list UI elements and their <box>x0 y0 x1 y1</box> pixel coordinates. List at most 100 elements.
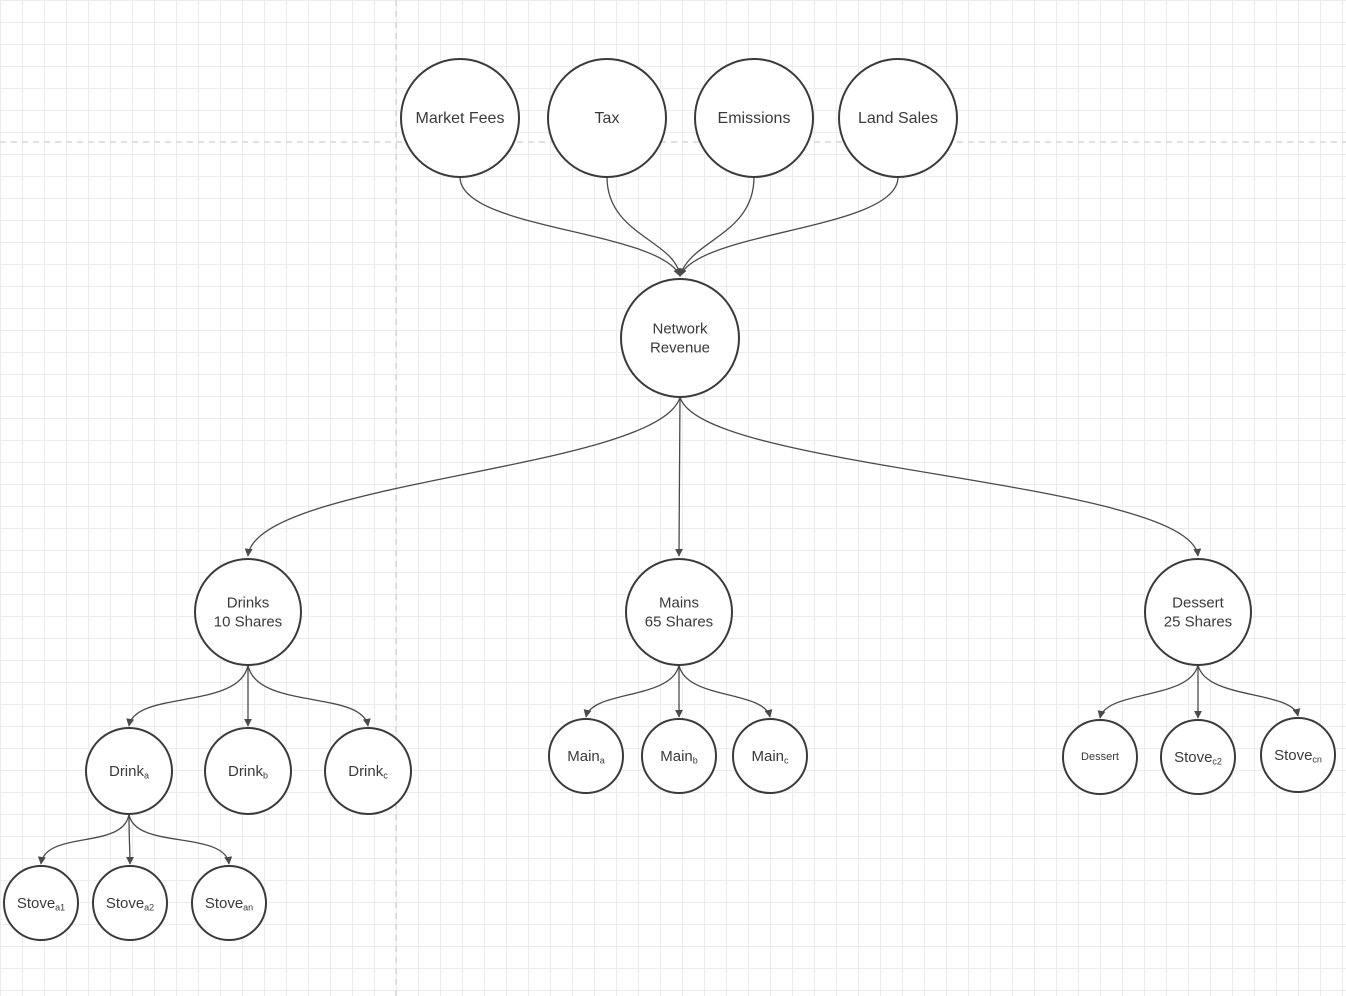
edges-layer <box>37 176 1301 865</box>
node-label-text: Stove <box>1174 749 1212 766</box>
node-drink-c[interactable]: Drinkc <box>324 727 412 815</box>
node-dessert-leaf[interactable]: Dessert <box>1062 719 1138 795</box>
edge-land-sales-to-network-revenue <box>679 176 899 277</box>
node-label: Market Fees <box>416 110 505 127</box>
node-label-text: Main <box>660 748 693 765</box>
node-label: Mainc <box>751 748 789 766</box>
node-label-text: Network <box>652 320 708 337</box>
node-main-b[interactable]: Mainb <box>641 718 717 794</box>
edge-mains-to-main-c <box>678 664 773 718</box>
node-label: Tax <box>595 110 620 127</box>
node-label-text: Drinks <box>227 594 270 611</box>
node-main-c[interactable]: Mainc <box>732 718 808 794</box>
edge-drink-a-to-stove-an <box>128 813 233 865</box>
node-label-text: Drink <box>228 763 264 780</box>
edge-dessert-to-stove-cn <box>1197 664 1301 717</box>
node-label-text: Drink <box>348 763 384 780</box>
node-label-subscript: c2 <box>1212 757 1222 767</box>
node-label-text: Stove <box>205 895 243 912</box>
node-label-subscript: a <box>144 771 149 781</box>
node-label: Network <box>652 320 708 337</box>
node-label: Stovea1 <box>17 895 65 913</box>
node-label: Stovean <box>205 895 253 913</box>
node-circle <box>548 718 624 794</box>
node-label-subscript: c <box>383 771 388 781</box>
node-label-text: Dessert <box>1081 751 1119 763</box>
node-stove-a2[interactable]: Stovea2 <box>92 865 168 941</box>
node-circle <box>732 718 808 794</box>
node-circle <box>641 718 717 794</box>
node-label: 65 Shares <box>645 613 713 630</box>
edge-drinks-to-drink-c <box>247 664 371 727</box>
edge-dessert-to-dessert-leaf <box>1097 664 1199 719</box>
node-land-sales[interactable]: Land Sales <box>838 58 958 178</box>
node-label-subscript: a <box>600 756 605 766</box>
node-stove-a1[interactable]: Stovea1 <box>3 865 79 941</box>
edge-emissions-to-network-revenue <box>678 176 755 277</box>
edge-network-revenue-to-dessert <box>679 396 1202 557</box>
node-label-text: Main <box>567 748 600 765</box>
node-label-text: Land Sales <box>858 110 938 127</box>
node-drink-b[interactable]: Drinkb <box>204 727 292 815</box>
node-label-text: Stove <box>1274 747 1312 764</box>
node-label: Drinkc <box>348 763 388 781</box>
node-label-text: Tax <box>595 110 620 127</box>
node-label: Drinkb <box>228 763 268 781</box>
node-label-subscript: a1 <box>55 903 65 913</box>
edge-drink-a-to-stove-a1 <box>37 813 130 865</box>
node-label: Stovea2 <box>106 895 154 913</box>
node-label: Stovecn <box>1274 747 1322 765</box>
node-emissions[interactable]: Emissions <box>694 58 814 178</box>
node-dessert[interactable]: Dessert 25 Shares <box>1144 558 1252 666</box>
node-label-text: Market Fees <box>416 110 505 127</box>
node-circle <box>838 58 958 178</box>
node-label-text: Stove <box>17 895 55 912</box>
node-label: Dessert <box>1172 594 1225 611</box>
edge-drink-a-to-stove-a2 <box>125 813 134 865</box>
node-label-subscript: b <box>263 771 268 781</box>
node-main-a[interactable]: Maina <box>548 718 624 794</box>
node-label-text: Stove <box>106 895 144 912</box>
edge-market-fees-to-network-revenue <box>459 176 681 277</box>
node-circle <box>324 727 412 815</box>
node-circle <box>3 865 79 941</box>
node-label-subscript: cn <box>1312 755 1322 765</box>
node-label: 25 Shares <box>1164 613 1232 630</box>
node-label-subscript: b <box>693 756 698 766</box>
node-stove-cn[interactable]: Stovecn <box>1260 717 1336 793</box>
edge-network-revenue-to-mains <box>675 396 684 557</box>
node-circle <box>191 865 267 941</box>
edge-network-revenue-to-drinks <box>244 396 681 557</box>
node-drink-a[interactable]: Drinka <box>85 727 173 815</box>
node-label-text: 10 Shares <box>214 613 282 630</box>
node-label: Revenue <box>650 339 710 356</box>
node-circle <box>694 58 814 178</box>
node-circle <box>625 558 733 666</box>
node-label: Maina <box>567 748 605 766</box>
node-label-text: 65 Shares <box>645 613 713 630</box>
node-circle <box>194 558 302 666</box>
node-label-subscript: c <box>784 756 789 766</box>
node-drinks[interactable]: Drinks 10 Shares <box>194 558 302 666</box>
node-circle <box>92 865 168 941</box>
node-label-subscript: a2 <box>144 903 154 913</box>
node-circle <box>85 727 173 815</box>
node-label: Drinks <box>227 594 270 611</box>
node-market-fees[interactable]: Market Fees <box>400 58 520 178</box>
node-label: 10 Shares <box>214 613 282 630</box>
edge-mains-to-main-a <box>583 664 680 718</box>
node-stove-c2[interactable]: Stovec2 <box>1160 719 1236 795</box>
edge-tax-to-network-revenue <box>606 176 683 277</box>
node-circle <box>1144 558 1252 666</box>
node-label: Land Sales <box>858 110 938 127</box>
node-tax[interactable]: Tax <box>547 58 667 178</box>
node-label-text: Revenue <box>650 339 710 356</box>
node-stove-an[interactable]: Stovean <box>191 865 267 941</box>
node-label: Stovec2 <box>1174 749 1222 767</box>
node-label: Dessert <box>1081 751 1119 763</box>
node-label-text: Main <box>751 748 784 765</box>
